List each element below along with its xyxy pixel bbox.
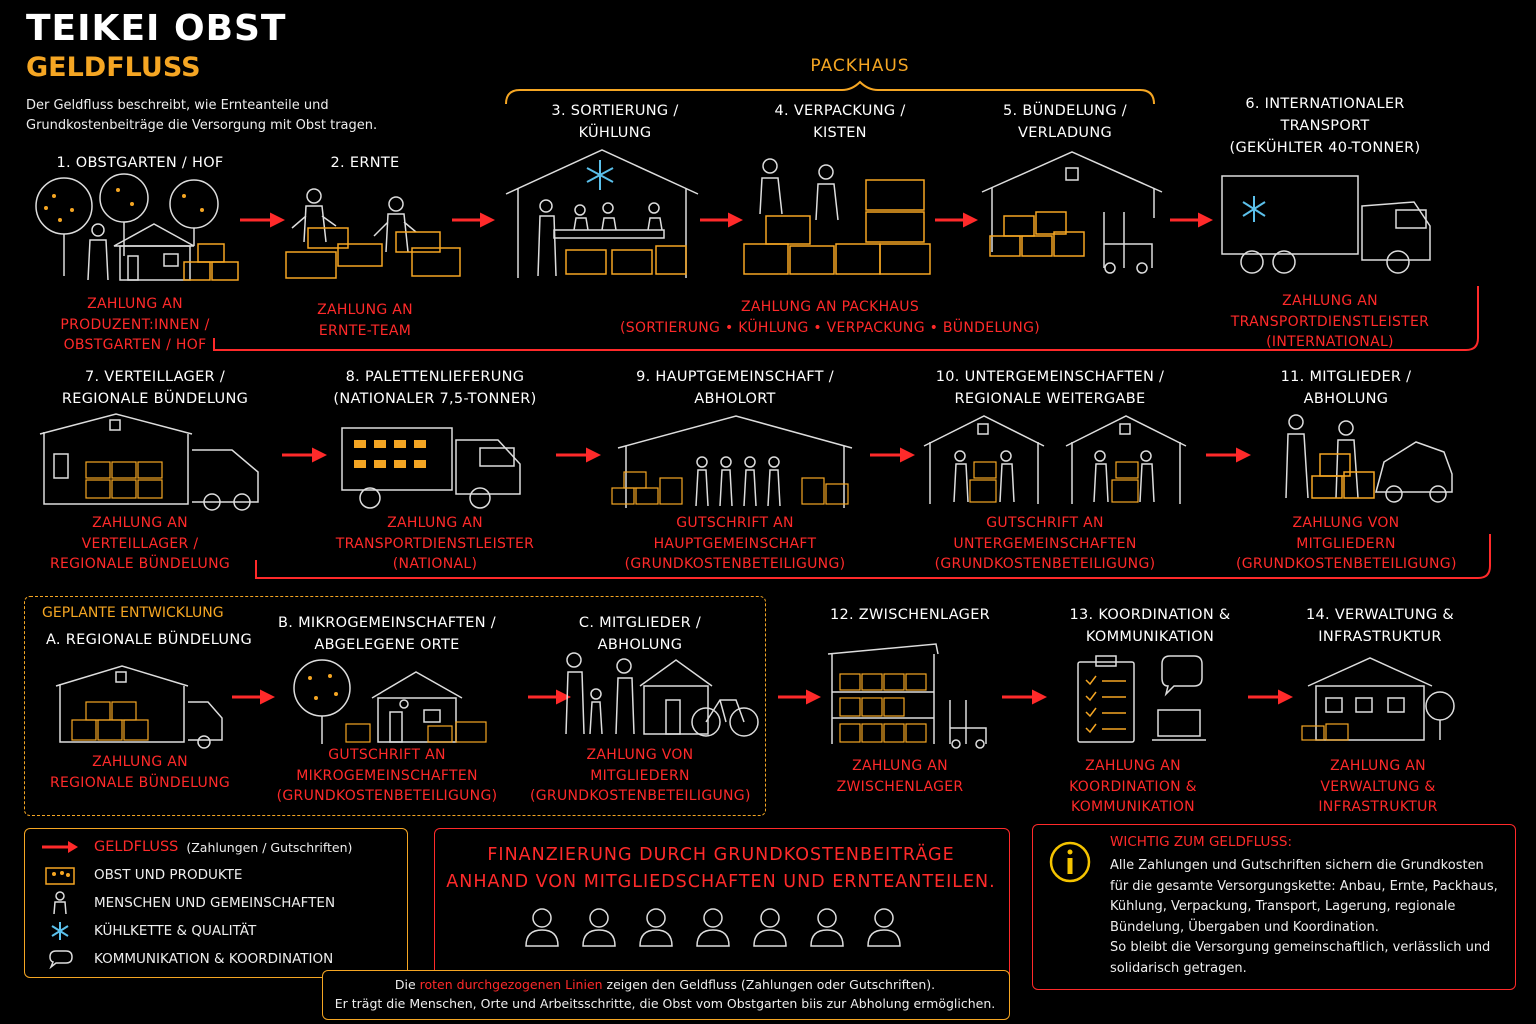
member-icon [525, 908, 559, 947]
page-title: TEIKEI OBST [26, 8, 287, 49]
payment-step-a: ZAHLUNG AN REGIONALE BÜNDELUNG [49, 754, 231, 791]
member-icon [582, 908, 616, 947]
payment-step-1: ZAHLUNG AN PRODUZENT:INNEN / OBSTGARTEN … [60, 296, 210, 353]
step-5-title: 5. BÜNDELUNG / VERLADUNG [1003, 103, 1127, 141]
legend-menschen: MENSCHEN UND GEMEINSCHAFTEN [40, 891, 335, 915]
payment-step-b: GUTSCHRIFT AN MIKROGEMEINSCHAFTEN (GRUND… [276, 747, 498, 804]
planned-label: GEPLANTE ENTWICKLUNG [42, 605, 224, 621]
step-6-title: 6. INTERNATIONALER TRANSPORT (GEKÜHLTER … [1229, 96, 1421, 156]
financing-text: FINANZIERUNG DURCH GRUNDKOSTENBEITRÄGE A… [446, 845, 996, 892]
step-7-title: 7. VERTEILLAGER / REGIONALE BÜNDELUNG [61, 369, 249, 407]
info-body-1: Alle Zahlungen und Gutschriften sichern … [1110, 858, 1498, 935]
red-arrow-icon [40, 835, 80, 859]
note-line-2: Er trägt die Menschen, Orte und Arbeitss… [334, 996, 996, 1011]
sub-communities-illustration [923, 415, 1187, 504]
packhouse-sorting-illustration [505, 149, 699, 278]
member-icon [753, 908, 787, 947]
payment-step-13: ZAHLUNG AN KOORDINATION & KOMMUNIKATION [1069, 758, 1197, 815]
truck-international-illustration [1221, 175, 1431, 274]
info-icon [1049, 841, 1091, 883]
payment-step-9: GUTSCHRIFT AN HAUPTGEMEINSCHAFT (GRUNDKO… [624, 515, 846, 572]
legend-komm: KOMMUNIKATION & KOORDINATION [40, 947, 333, 971]
note-box [322, 970, 1010, 1020]
members-row [525, 908, 901, 947]
members-bicycle-illustration [565, 652, 759, 737]
payment-packhaus: ZAHLUNG AN PACKHAUS (SORTIERUNG • KÜHLUN… [620, 299, 1040, 336]
person-icon [40, 891, 80, 915]
step-13-title: 13. KOORDINATION & KOMMUNIKATION [1069, 607, 1231, 645]
step-3-title: 3. SORTIERUNG / KÜHLUNG [551, 103, 679, 141]
snowflake-icon [586, 160, 614, 190]
info-heading: WICHTIG ZUM GELDFLUSS: [1110, 834, 1293, 850]
packhaus-bracket [505, 80, 1155, 105]
info-box [1032, 824, 1516, 990]
legend-obst: OBST UND PRODUKTE [40, 863, 242, 887]
loading-illustration [981, 151, 1163, 274]
snowflake-icon [40, 919, 80, 943]
coordination-illustration [1077, 655, 1206, 743]
step-14-title: 14. VERWALTUNG & INFRASTRUKTUR [1305, 607, 1455, 645]
speech-bubble-icon [40, 947, 80, 971]
intro-text: Der Geldfluss beschreibt, wie Ernteantei… [26, 98, 378, 133]
speech-bubble-icon [1161, 655, 1203, 697]
note-line-1: Die roten durchgezogenen Linien zeigen d… [394, 977, 936, 992]
micro-communities-illustration [293, 659, 487, 744]
legend-geldfluss: GELDFLUSS (Zahlungen / Gutschriften) [40, 835, 352, 859]
packaging-illustration [743, 158, 931, 275]
payment-step-6: ZAHLUNG AN TRANSPORTDIENSTLEISTER (INTER… [1230, 293, 1430, 350]
step-9-title: 9. HAUPTGEMEINSCHAFT / ABHOLORT [636, 369, 834, 407]
planned-development-box [24, 596, 766, 816]
members-pickup-illustration [1285, 414, 1453, 503]
harvest-illustration [285, 188, 461, 279]
step-c-title: C. MITGLIEDER / ABHOLUNG [578, 615, 702, 653]
step-12-title: 12. ZWISCHENLAGER [829, 607, 991, 623]
payment-step-c: ZAHLUNG VON MITGLIEDERN (GRUNDKOSTENBETE… [530, 747, 751, 804]
payment-step-12: ZAHLUNG AN ZWISCHENLAGER [836, 758, 964, 795]
payment-step-11: ZAHLUNG VON MITGLIEDERN (GRUNDKOSTENBETE… [1236, 515, 1457, 572]
step-10-title: 10. UNTERGEMEINSCHAFTEN / REGIONALE WEIT… [935, 369, 1165, 407]
fruit-crate-icon [40, 863, 80, 887]
snowflake-icon [1242, 196, 1266, 222]
step-8-title: 8. PALETTENLIEFERUNG (NATIONALER 7,5-TON… [333, 369, 537, 407]
regional-bundling-illustration [55, 665, 223, 749]
main-community-illustration [611, 415, 853, 508]
interim-storage-illustration [827, 643, 987, 749]
payment-step-8: ZAHLUNG AN TRANSPORTDIENSTLEISTER (NATIO… [335, 515, 535, 572]
legend-box [24, 828, 408, 978]
member-icon [639, 908, 673, 947]
member-icon [810, 908, 844, 947]
administration-illustration [1301, 657, 1455, 741]
packhaus-label: PACKHAUS [810, 56, 910, 76]
payment-step-7: ZAHLUNG AN VERTEILLAGER / REGIONALE BÜND… [49, 515, 231, 572]
truck-national-illustration [341, 427, 521, 509]
step-b-title: B. MIKROGEMEINSCHAFTEN / ABGELEGENE ORTE [278, 615, 496, 653]
payment-step-10: GUTSCHRIFT AN UNTERGEMEINSCHAFTEN (GRUND… [934, 515, 1156, 572]
distribution-warehouse-illustration [39, 413, 259, 511]
member-icon [867, 908, 901, 947]
step-1-title: 1. OBSTGARTEN / HOF [56, 155, 224, 171]
payment-step-2: ZAHLUNG AN ERNTE-TEAM [317, 302, 413, 339]
payment-step-14: ZAHLUNG AN VERWALTUNG & INFRASTRUKTUR [1318, 758, 1438, 815]
step-2-title: 2. ERNTE [330, 155, 400, 171]
step-a-title: A. REGIONALE BÜNDELUNG [45, 632, 253, 648]
legend-kuehl: KÜHLKETTE & QUALITÄT [40, 919, 256, 943]
page-subtitle: GELDFLUSS [26, 52, 201, 83]
member-icon [696, 908, 730, 947]
info-body-2: So bleibt die Versorgung gemeinschaftlic… [1110, 940, 1491, 976]
step-4-title: 4. VERPACKUNG / KISTEN [774, 103, 906, 141]
step-11-title: 11. MITGLIEDER / ABHOLUNG [1280, 369, 1412, 407]
orchard-illustration [35, 173, 239, 281]
